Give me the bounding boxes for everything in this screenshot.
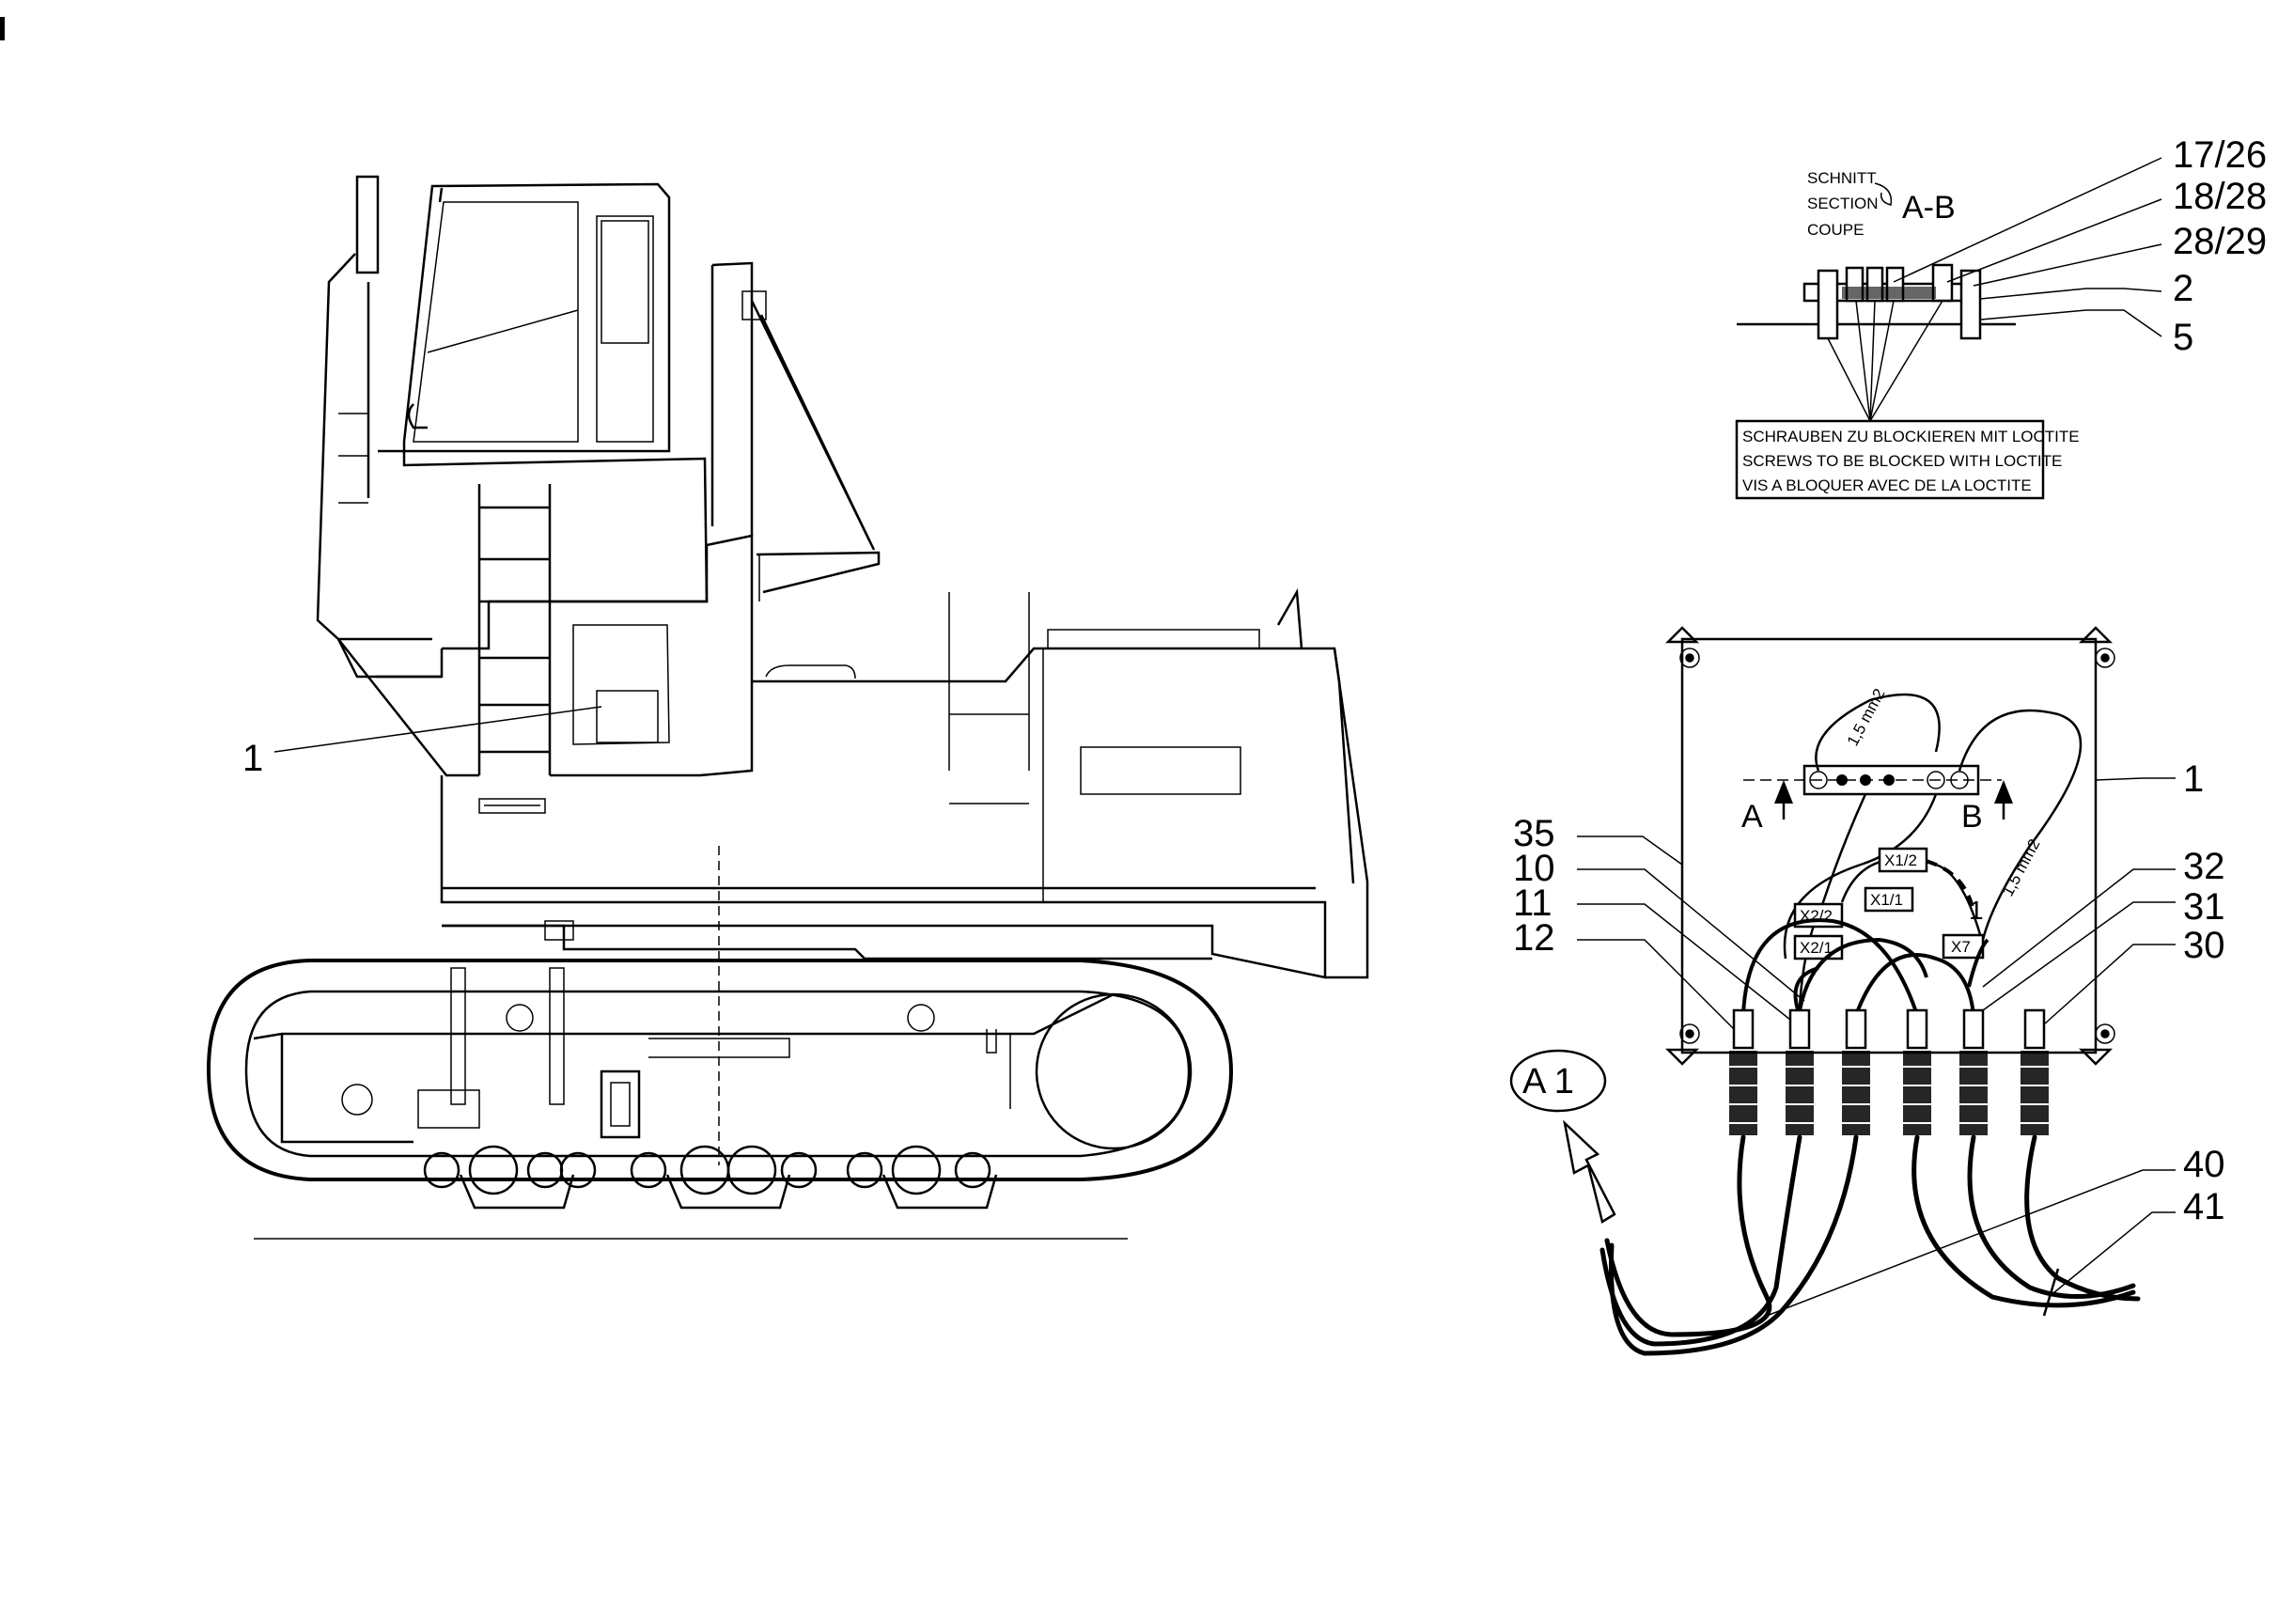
connector-x7: X7 [1951, 938, 1971, 956]
scan-mark [0, 17, 5, 40]
loctite-note-box [1735, 419, 2045, 500]
cable-glands [1729, 1008, 2049, 1135]
callout-11: 11 [1513, 882, 1552, 924]
callout-32: 32 [2183, 846, 2225, 887]
connector-x2-1: X2/1 [1800, 939, 1833, 957]
callout-2: 2 [2173, 268, 2193, 309]
svg-text:1: 1 [242, 738, 263, 779]
loctite-note-de: SCHRAUBEN ZU BLOCKIEREN MIT LOCTITE [1742, 428, 2080, 445]
section-a-b-view: SCHNITT SECTION COUPE A-B 17/26 18/28 28… [1735, 134, 2267, 500]
callout-35: 35 [1513, 813, 1555, 854]
excavator-side-view [206, 175, 1369, 1240]
section-mark-a: A [1741, 799, 1763, 835]
callout-1-right: 1 [2183, 758, 2204, 800]
callout-31: 31 [2183, 886, 2225, 928]
callout-41: 41 [2183, 1186, 2225, 1227]
wire-label-right: 1,5 mm2 [1999, 836, 2044, 899]
callout-17-26: 17/26 [2173, 134, 2267, 176]
view-reference-a1: A 1 [1509, 1049, 1607, 1113]
section-title-en: SECTION [1807, 195, 1879, 212]
loctite-note-en: SCREWS TO BE BLOCKED WITH LOCTITE [1742, 452, 2062, 470]
section-title-de: SCHNITT [1807, 169, 1877, 187]
callout-30: 30 [2183, 925, 2225, 966]
callout-40: 40 [2183, 1144, 2225, 1185]
machine-callout-1: 1 [242, 706, 602, 779]
junction-box-view: A B 1,5 mm2 1,5 mm2 1 X1/2 X1/1 X2/2 X2/… [1509, 626, 2225, 1356]
inner-label-1: 1 [1969, 896, 1984, 925]
callout-12: 12 [1513, 917, 1555, 959]
section-title-fr: COUPE [1807, 221, 1864, 239]
external-cables [1599, 1134, 2141, 1356]
callout-5: 5 [2173, 317, 2193, 358]
section-mark-b: B [1961, 799, 1983, 835]
callout-10: 10 [1513, 848, 1555, 889]
callout-18-28: 18/28 [2173, 176, 2267, 217]
section-label: A-B [1902, 190, 1956, 226]
connector-x1-2: X1/2 [1884, 851, 1917, 869]
callout-28-29: 28/29 [2173, 221, 2267, 262]
svg-text:A 1: A 1 [1522, 1062, 1574, 1101]
wire-label-left: 1,5 mm2 [1844, 686, 1889, 749]
loctite-note-fr: VIS A BLOQUER AVEC DE LA LOCTITE [1742, 476, 2032, 494]
connector-x1-1: X1/1 [1870, 891, 1903, 909]
